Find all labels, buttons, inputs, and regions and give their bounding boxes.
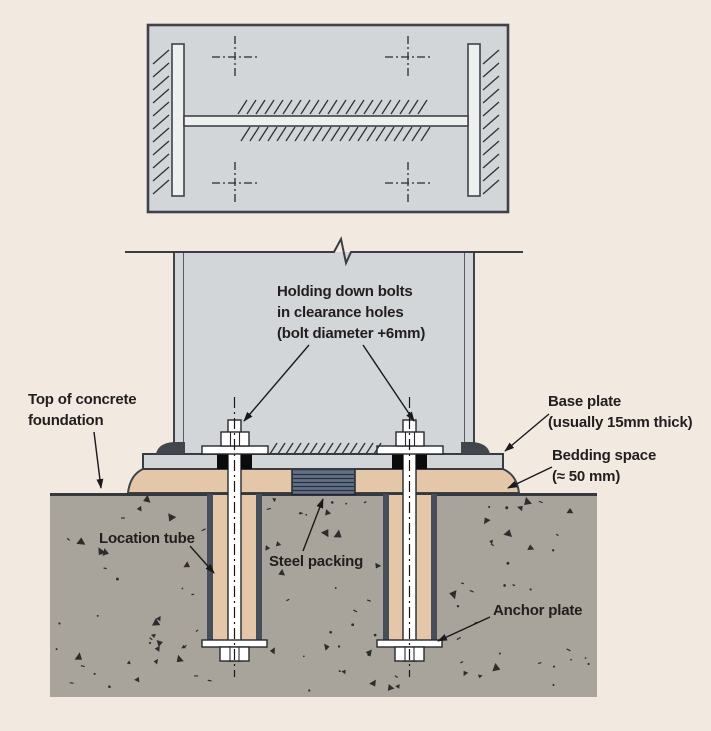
fillet-weld-left [156,442,185,454]
label-location-tube: Location tube [99,530,215,574]
clearance-hole-gap [416,454,427,469]
leader-arrow [437,616,491,642]
leader-arrow [243,344,310,422]
label-line: (usually 15mm thick) [548,414,693,431]
label-line: Location tube [99,530,195,547]
label-line: (≈ 50 mm) [552,468,620,485]
clearance-hole-gap [392,454,403,469]
steel-packing-lines [293,473,354,492]
leader-arrow [504,413,550,452]
label-top-of-concrete: Top of concrete foundation [28,391,137,489]
label-anchor-plate: Anchor plate [437,602,582,642]
label-line: Top of concrete [28,391,136,408]
label-steel-packing: Steel packing [269,498,363,570]
plan-weld-hatch-left [152,49,170,195]
concrete-foundation [50,493,597,697]
column-break-line [125,236,523,267]
plan-weld-hatch-web-top [237,99,428,115]
plan-bolt-marks [212,36,431,204]
concrete-speckles [55,494,590,692]
column-shaft [173,252,475,454]
base-plate-plan-view [146,23,510,214]
plan-weld-hatch-right [482,49,500,195]
holding-down-bolt-left [201,397,269,677]
label-line: foundation [28,412,104,429]
leader-arrow [362,344,415,422]
leader-arrow [507,466,553,489]
label-line: Anchor plate [493,602,582,619]
base-weld-hatch [269,442,382,455]
concrete-block [50,493,597,697]
tube-wall [431,494,437,640]
leader-arrow [302,498,324,552]
leader-arrow [93,431,104,489]
clearance-hole-gap [217,454,228,469]
label-holding-down-bolts: Holding down bolts in clearance holes (b… [243,283,426,422]
steel-packing [291,468,356,496]
label-line: Steel packing [269,553,363,570]
label-base-plate: Base plate (usually 15mm thick) [504,393,693,452]
base-plate-section [142,453,504,470]
plan-weld-hatch-web-bottom [240,126,431,142]
label-line: Base plate [548,393,621,410]
label-line: (bolt diameter +6mm) [277,325,425,342]
label-line: Bedding space [552,447,656,464]
clearance-hole-gap [241,454,252,469]
bolt-shaft [227,419,242,662]
column-section [125,236,523,454]
plan-column-flange-right [467,43,481,197]
plan-column-flange-left [171,43,185,197]
leader-arrow [189,545,215,574]
bolt-shaft [402,419,417,662]
tube-wall [256,494,262,640]
tube-wall [383,494,389,640]
label-bedding-space: Bedding space (≈ 50 mm) [507,447,656,489]
label-line: in clearance holes [277,304,403,321]
fillet-weld-right [461,442,490,454]
label-line: Holding down bolts [277,283,413,300]
plan-column-web [183,115,469,127]
